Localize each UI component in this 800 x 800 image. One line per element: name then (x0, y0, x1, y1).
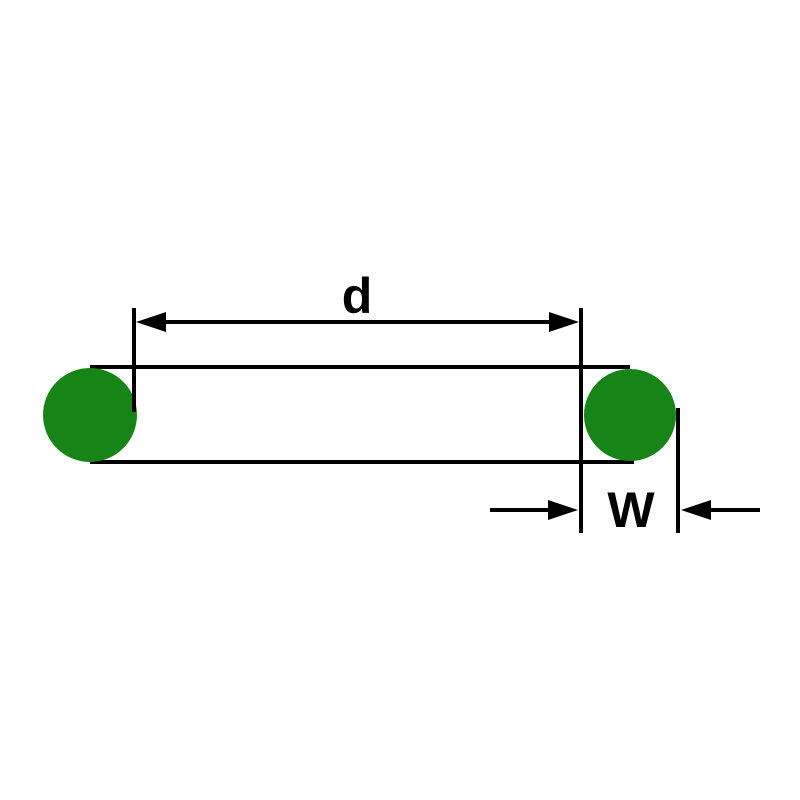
w-arrowhead-left-icon (548, 500, 578, 520)
d-arrowhead-right-icon (549, 312, 579, 332)
w-arrowhead-right-icon (681, 500, 711, 520)
oring-cross-section-left (43, 368, 137, 462)
oring-cross-section-right (584, 369, 676, 461)
inner-diameter-label: d (342, 268, 373, 324)
d-arrowhead-left-icon (136, 312, 166, 332)
cross-section-width-label: W (607, 482, 655, 538)
